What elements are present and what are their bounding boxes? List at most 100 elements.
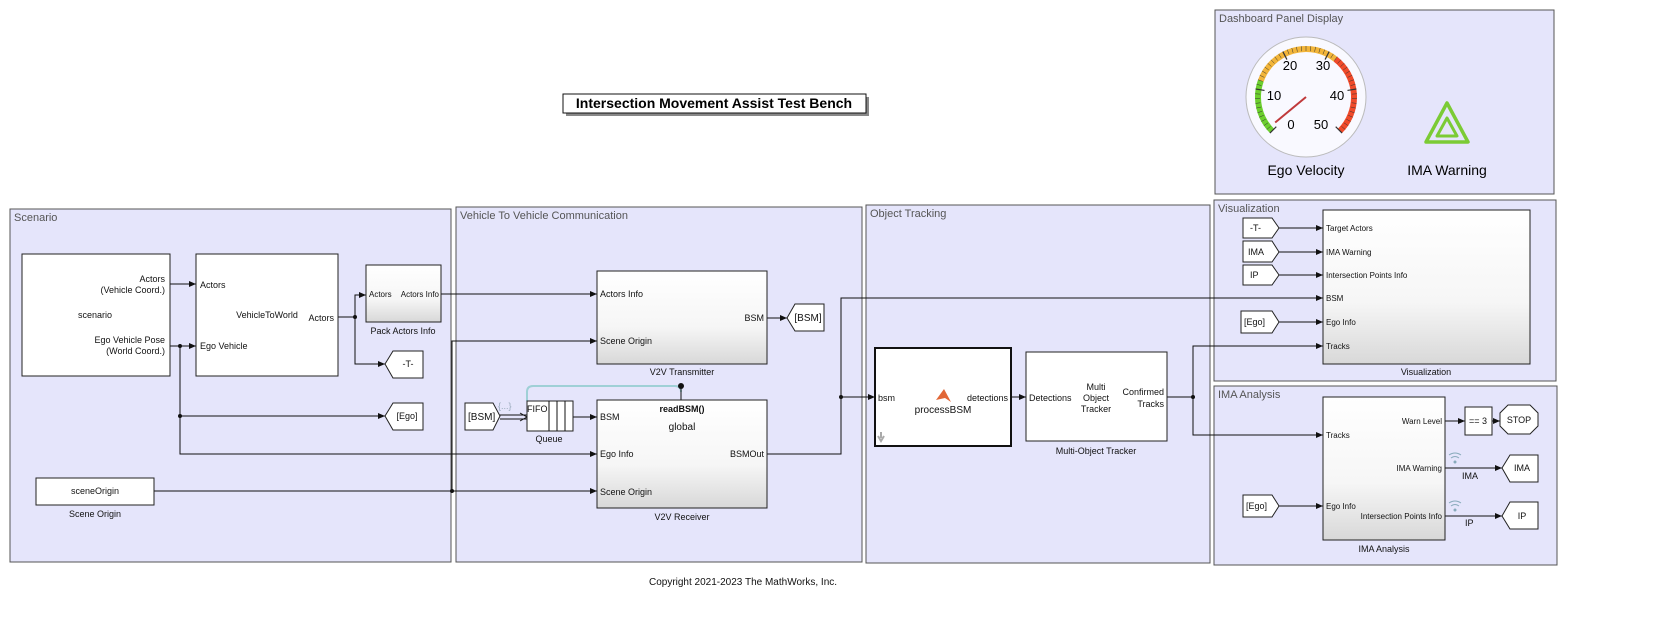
from-tag: [Ego] — [1244, 317, 1265, 327]
ego-velocity-gauge[interactable]: 0 10 20 30 40 50 Ego Velocity — [1245, 36, 1367, 178]
ima-analysis-block[interactable]: Tracks Ego Info Warn Level IMA Warning I… — [1322, 396, 1446, 554]
warning-triangle-icon — [1424, 101, 1470, 144]
port-label: Actors — [308, 313, 334, 323]
gauge-tick — [1348, 115, 1353, 118]
queue-block[interactable]: FIFO Queue — [526, 400, 574, 444]
goto-t-block[interactable]: -T- — [384, 350, 424, 379]
pack-actors-info-block[interactable]: Actors Actors Info Pack Actors Info — [365, 264, 442, 336]
gauge-tick — [1259, 115, 1264, 118]
goto-ima-block[interactable]: IMA — [1501, 454, 1539, 483]
compare-block[interactable]: == 3 — [1464, 406, 1493, 436]
port-label: Actors Info — [600, 289, 643, 299]
goto-ip-block[interactable]: IP — [1501, 501, 1539, 530]
gauge-tick — [1318, 47, 1321, 53]
gauge-tick-label: 40 — [1330, 88, 1344, 103]
goto-tag: IMA — [1514, 463, 1530, 473]
area-v2v[interactable]: Vehicle To Vehicle Communication — [455, 206, 863, 563]
gauge-tick — [1350, 84, 1356, 86]
gauge-needle — [1274, 96, 1307, 124]
gauge-tick — [1255, 102, 1261, 104]
scene-origin-block[interactable]: sceneOrigin Scene Origin — [35, 477, 155, 519]
port-label: Tracks — [1326, 342, 1350, 351]
stop-block[interactable]: STOP — [1499, 404, 1539, 435]
block-name: processBSM — [915, 405, 972, 416]
gauge-tick — [1261, 70, 1267, 74]
from-t-block[interactable]: -T- — [1242, 217, 1280, 239]
block-label: Visualization — [1401, 367, 1451, 377]
gauge-tick-label: 0 — [1287, 117, 1294, 132]
gauge-tick — [1345, 70, 1351, 74]
port-label: Scene Origin — [600, 487, 652, 497]
vehicle-to-world-block[interactable]: Actors Ego Vehicle VehicleToWorld Actors — [195, 253, 339, 377]
area-title: Object Tracking — [870, 208, 946, 220]
block-label: Scene Origin — [69, 509, 121, 519]
goto-bsm-block[interactable]: [BSM] — [786, 303, 825, 332]
signal-logging-icon — [1448, 452, 1462, 464]
from-tag: [BSM] — [468, 412, 495, 423]
port-label: (Vehicle Coord.) — [100, 285, 165, 295]
from-bsm-block[interactable]: [BSM] {...} — [464, 401, 512, 431]
gauge-tick — [1267, 63, 1272, 67]
port-label: IMA Warning — [1397, 464, 1443, 473]
copyright-text: Copyright 2021-2023 The MathWorks, Inc. — [649, 577, 837, 588]
gauge-tick — [1256, 84, 1262, 86]
gauge-tick-label: 30 — [1316, 58, 1330, 73]
gauge-tick — [1314, 46, 1316, 52]
port-label: Target Actors — [1326, 224, 1373, 233]
gauge-tick — [1347, 88, 1357, 92]
gauge-tick — [1330, 53, 1334, 59]
gauge-tick — [1296, 46, 1298, 52]
port-label: Scene Origin — [600, 336, 652, 346]
block-label: IMA Analysis — [1358, 544, 1410, 554]
port-label: BSM — [744, 313, 764, 323]
block-name: == 3 — [1469, 416, 1487, 426]
area-title: Scenario — [14, 212, 57, 224]
gauge-tick — [1274, 56, 1279, 61]
v2v-receiver-block[interactable]: readBSM() global BSM Ego Info Scene Orig… — [596, 399, 768, 522]
signal-label: IMA — [1462, 471, 1478, 481]
gauge-tick — [1333, 56, 1338, 61]
block-label: Multi-Object Tracker — [1056, 446, 1137, 456]
from-ip-block[interactable]: IP — [1242, 264, 1280, 286]
block-name: FIFO — [527, 404, 548, 414]
gauge-tick — [1261, 118, 1266, 122]
goto-tag: -T- — [403, 359, 414, 369]
port-label: Confirmed — [1122, 387, 1164, 397]
gauge-tick — [1263, 122, 1269, 126]
gauge-tick — [1282, 51, 1288, 60]
down-arrow-icon — [877, 432, 885, 443]
ima-warning-lamp[interactable]: IMA Warning — [1407, 101, 1487, 178]
process-bsm-block[interactable]: bsm detections processBSM — [874, 347, 1012, 447]
port-label: BSM — [600, 412, 620, 422]
gauge-tick — [1322, 49, 1326, 55]
gauge-tick — [1335, 126, 1343, 134]
v2v-transmitter-block[interactable]: Actors Info Scene Origin BSM V2V Transmi… — [596, 270, 768, 377]
gauge-tick — [1340, 63, 1345, 67]
gauge-tick — [1347, 75, 1353, 78]
signal-logging-icon — [1448, 500, 1462, 512]
from-tag: IP — [1250, 270, 1259, 280]
scenario-block[interactable]: Actors (Vehicle Coord.) scenario Ego Veh… — [21, 253, 171, 377]
from-ima-block[interactable]: IMA — [1242, 240, 1280, 263]
multi-object-tracker-block[interactable]: Detections Multi Object Tracker Confirme… — [1025, 351, 1168, 456]
bus-icon: {...} — [498, 401, 512, 411]
goto-tag: IP — [1518, 511, 1527, 521]
gauge-tick — [1278, 53, 1282, 59]
port-label: Ego Info — [1326, 502, 1356, 511]
area-title: Visualization — [1218, 203, 1280, 215]
goto-ego-block[interactable]: [Ego] — [384, 402, 424, 431]
block-name: Object — [1083, 393, 1110, 403]
gauge-tick-label: 10 — [1267, 88, 1281, 103]
port-label: (World Coord.) — [106, 346, 165, 356]
port-label: bsm — [878, 393, 895, 403]
from-ego-ima-block[interactable]: [Ego] — [1242, 494, 1280, 518]
from-ego-block[interactable]: [Ego] — [1240, 310, 1280, 334]
gauge-tick — [1266, 126, 1271, 130]
visualization-block[interactable]: Target Actors IMA Warning Intersection P… — [1322, 209, 1531, 377]
block-label: V2V Receiver — [654, 512, 709, 522]
gauge-tick — [1343, 66, 1348, 71]
block-name: Multi — [1086, 382, 1105, 392]
gauge-tick — [1257, 110, 1263, 113]
gauge-tick — [1270, 59, 1275, 64]
